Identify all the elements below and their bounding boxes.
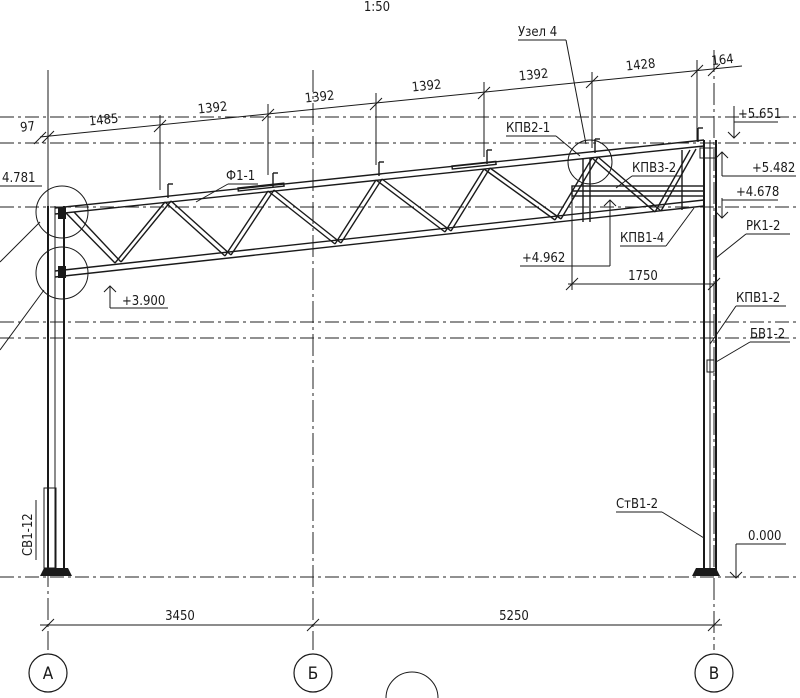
top-dim-1392-4: 1392 bbox=[518, 67, 549, 85]
label-stv1-2: СтВ1-2 bbox=[616, 497, 658, 512]
label-uzel-4: Узел 4 bbox=[518, 25, 557, 40]
column-a bbox=[40, 206, 72, 576]
span-b-v: 5250 bbox=[499, 609, 529, 624]
label-kpv2-1: КПВ2-1 bbox=[506, 121, 550, 136]
leader-labels: Узел 4 КПВ2-1 Ф1-1 КПВ3-2 КПВ1-4 РК1-2 К… bbox=[0, 25, 790, 560]
label-rk1-2: РК1-2 bbox=[746, 219, 780, 234]
label-sv1-12: СВ1-12 bbox=[21, 513, 36, 556]
truss-bottom-chord bbox=[54, 199, 705, 272]
top-dim-1485: 1485 bbox=[88, 112, 119, 130]
axis-label-a: А bbox=[43, 664, 54, 684]
axis-bubbles: А Б В bbox=[28, 653, 734, 698]
columns bbox=[40, 140, 720, 576]
span-a-b: 3450 bbox=[165, 609, 195, 624]
level-4781: 4.781 bbox=[2, 171, 35, 186]
label-kpv3-2: КПВ3-2 bbox=[632, 161, 676, 176]
level-lines bbox=[0, 116, 800, 578]
truss-diagonals bbox=[65, 148, 697, 264]
dim-1750-value: 1750 bbox=[628, 269, 658, 284]
label-f1-1: Ф1-1 bbox=[226, 169, 255, 184]
axis-label-b: Б bbox=[308, 664, 319, 684]
section-bubble-partial bbox=[385, 671, 439, 698]
top-dim-97: 97 bbox=[19, 119, 35, 135]
top-dim-1392-1: 1392 bbox=[197, 100, 228, 118]
level-5482: +5.482 bbox=[752, 161, 795, 176]
level-markers: +5.651 +5.482 +4.678 4.781 +3.900 +4.962… bbox=[0, 106, 796, 579]
grid-axes bbox=[47, 50, 715, 650]
axis-bubble-v bbox=[694, 653, 734, 693]
scale-label: 1:50 bbox=[364, 0, 390, 15]
level-5651: +5.651 bbox=[738, 107, 781, 122]
node-circles bbox=[35, 139, 613, 300]
top-dim-164: 164 bbox=[711, 52, 735, 69]
node-circle-uzel-4 bbox=[567, 139, 613, 185]
level-3900: +3.900 bbox=[122, 294, 165, 309]
axis-label-v: В bbox=[709, 664, 720, 684]
top-dim-extension-lines bbox=[47, 60, 698, 210]
dim-1750: 1750 bbox=[565, 196, 721, 291]
top-dim-ticks bbox=[33, 63, 721, 145]
top-dim-1392-2: 1392 bbox=[304, 89, 335, 107]
top-dim-1428: 1428 bbox=[625, 57, 656, 75]
axis-bubble-a bbox=[28, 653, 68, 693]
top-dimension-chain: 97 1485 1392 1392 1392 1392 1428 164 bbox=[19, 52, 743, 210]
top-dim-1392-3: 1392 bbox=[411, 78, 442, 96]
span-dimensions: 3450 5250 bbox=[40, 609, 722, 632]
node-circle-bottom-left bbox=[35, 246, 89, 300]
label-kpv1-4: КПВ1-4 bbox=[620, 231, 664, 246]
label-bv1-2: БВ1-2 bbox=[750, 327, 785, 342]
level-0000: 0.000 bbox=[748, 529, 781, 544]
label-kpv1-2: КПВ1-2 bbox=[736, 291, 780, 306]
level-4962: +4.962 bbox=[522, 251, 565, 266]
truss bbox=[54, 127, 705, 278]
column-v bbox=[692, 140, 720, 576]
node-circle-top-left bbox=[35, 185, 89, 239]
level-4678: +4.678 bbox=[736, 185, 779, 200]
top-dim-line bbox=[39, 65, 743, 138]
axis-bubble-b bbox=[293, 653, 333, 693]
